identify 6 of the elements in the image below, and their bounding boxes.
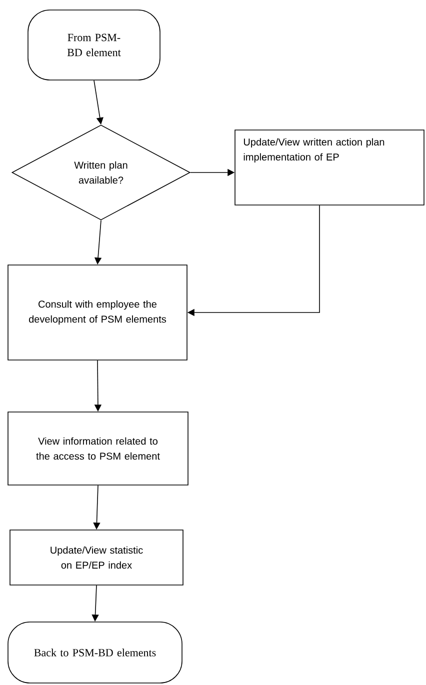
end-terminal: Back to PSM-BD elements: [8, 622, 182, 684]
process-box: Update/View statistic on EP/EP index: [10, 530, 184, 586]
start-terminal: From PSM-BD element: [28, 10, 160, 80]
process-box: View information related to the access to PSM element: [8, 412, 188, 486]
process-box: Consult with employee the development of PSM elements: [8, 264, 188, 360]
process-box: Update/View written action plan implementation of EP: [234, 130, 424, 206]
